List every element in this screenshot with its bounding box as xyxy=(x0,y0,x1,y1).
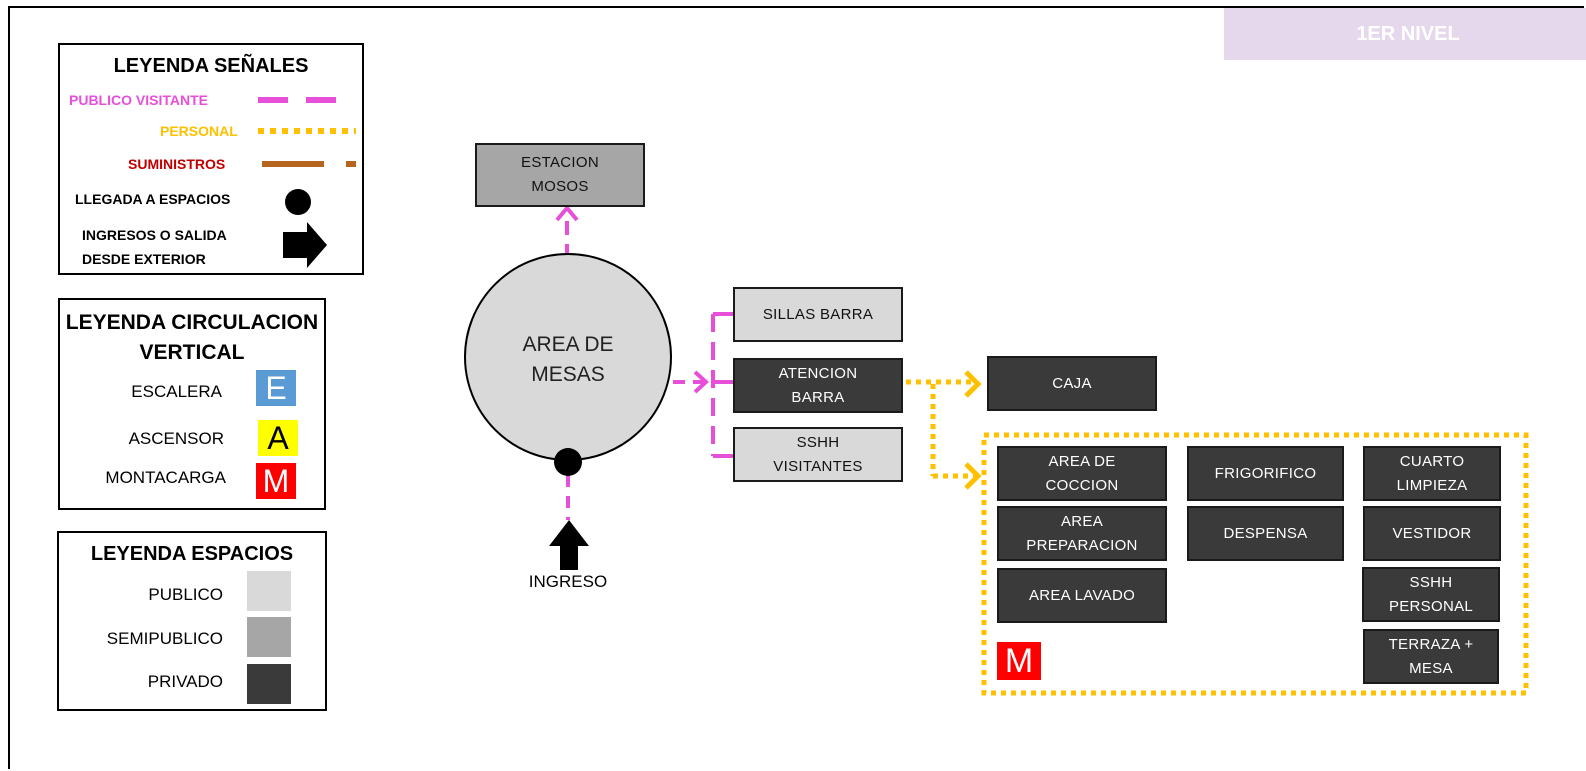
legend-label-llegada: LLEGADA A ESPACIOS xyxy=(75,191,231,207)
terraza-mesa-box: TERRAZA + MESA xyxy=(1363,629,1499,684)
ingreso-label: INGRESO xyxy=(528,572,608,591)
legend-label-ascensor: ASCENSOR xyxy=(128,429,224,448)
legend-vertical-title: LEYENDA CIRCULACION VERTICAL xyxy=(65,311,319,364)
legend-label-escalera: ESCALERA xyxy=(131,382,222,401)
area-mesas-label: AREA DE MESAS xyxy=(522,333,614,386)
legend-label-publico-space: PUBLICO xyxy=(148,585,223,604)
despensa-box: DESPENSA xyxy=(1187,506,1344,561)
cuarto-limpieza-box: CUARTO LIMPIEZA xyxy=(1363,446,1501,501)
legend-label-montacarga: MONTACARGA xyxy=(105,468,226,487)
sshh-visitantes-box: SSHH VISITANTES xyxy=(733,427,903,482)
area-lavado-box: AREA LAVADO xyxy=(997,568,1167,623)
escalera-badge: E xyxy=(256,370,296,406)
legend-label-suministros: SUMINISTROS xyxy=(128,156,226,172)
legend-spaces: LEYENDA ESPACIOS PUBLICO SEMIPUBLICO PRI… xyxy=(57,531,327,711)
atencion-barra-box: ATENCION BARRA xyxy=(733,358,903,413)
legend-spaces-title: LEYENDA ESPACIOS xyxy=(90,543,294,565)
estacion-mosos-box: ESTACION MOSOS xyxy=(475,143,645,207)
privado-swatch xyxy=(247,664,291,704)
legend-signals: LEYENDA SEÑALES PUBLICO VISITANTE PERSON… xyxy=(58,43,364,275)
legend-vertical: LEYENDA CIRCULACION VERTICAL ESCALERA E … xyxy=(58,298,326,510)
ascensor-badge: A xyxy=(258,420,298,456)
publico-swatch xyxy=(247,571,291,611)
legend-label-publico: PUBLICO VISITANTE xyxy=(69,92,208,108)
area-preparacion-box: AREA PREPARACION xyxy=(997,506,1167,561)
diagram-frame xyxy=(8,6,1584,769)
frigorifico-box: FRIGORIFICO xyxy=(1187,446,1344,501)
vestidor-box: VESTIDOR xyxy=(1363,506,1501,561)
sillas-barra-box: SILLAS BARRA xyxy=(733,287,903,342)
legend-label-privado: PRIVADO xyxy=(147,672,223,691)
caja-box: CAJA xyxy=(987,356,1157,411)
sshh-personal-box: SSHH PERSONAL xyxy=(1362,567,1500,622)
level-tag: 1ER NIVEL xyxy=(1224,8,1586,60)
legend-label-semipublico: SEMIPUBLICO xyxy=(106,629,223,648)
montacarga-zone-badge: M xyxy=(997,642,1041,680)
semipublico-swatch xyxy=(247,617,291,657)
legend-label-ingresos: INGRESOS O SALIDA DESDE EXTERIOR xyxy=(82,227,227,267)
legend-label-personal: PERSONAL xyxy=(160,123,238,139)
montacarga-badge: M xyxy=(256,463,296,499)
legend-signals-title: LEYENDA SEÑALES xyxy=(113,55,309,77)
area-coccion-box: AREA DE COCCION xyxy=(997,446,1167,501)
